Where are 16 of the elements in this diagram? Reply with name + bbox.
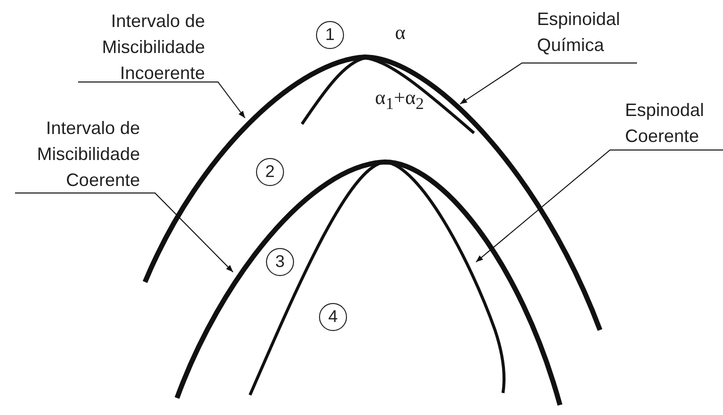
phase-symbol: α$_{1}$+α$_{2}$ — [375, 87, 424, 114]
spinodal-curve — [300, 56, 475, 134]
region-number: 4 — [319, 303, 347, 331]
leader-line — [476, 150, 723, 262]
leader-line — [460, 62, 638, 104]
leader-line — [78, 82, 246, 118]
region-number: 3 — [266, 248, 294, 276]
curve-label: Intervalo de Miscibilidade Coerente — [0, 115, 140, 193]
curve-label: Espinodal Coerente — [625, 97, 723, 149]
curve-label: Espinoidal Química — [537, 6, 647, 58]
phase-symbol: α — [395, 22, 406, 45]
phase-boundary-curve — [174, 160, 562, 406]
leader-line — [14, 192, 234, 272]
region-number: 1 — [316, 21, 344, 49]
curve-label: Intervalo de Miscibilidade Incoerente — [60, 8, 205, 86]
region-number: 2 — [256, 158, 284, 186]
